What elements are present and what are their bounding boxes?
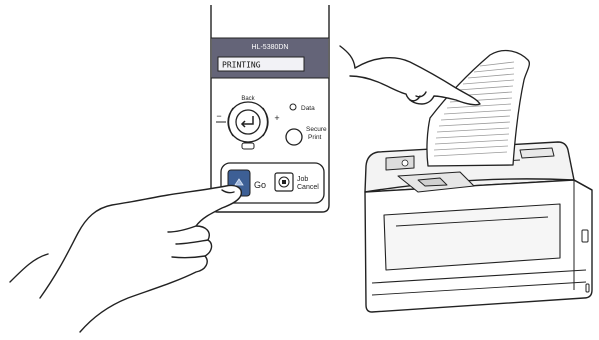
printer-control-panel: HL-5380DN PRINTING Back − + Data <box>211 5 329 212</box>
data-label: Data <box>301 105 315 112</box>
plus-label: + <box>274 113 279 123</box>
pressing-hand <box>10 185 241 332</box>
secure-print-button[interactable] <box>286 129 302 145</box>
job-label: Job <box>297 176 308 183</box>
lcd-text: PRINTING <box>222 61 261 70</box>
printer <box>365 142 592 312</box>
pulling-hand <box>340 46 480 105</box>
data-led <box>290 104 296 110</box>
printer-front-cover <box>384 204 560 270</box>
print-label: Print <box>308 134 322 141</box>
ok-button[interactable] <box>236 110 260 134</box>
back-label: Back <box>241 96 255 102</box>
printer-mini-panel <box>386 156 414 170</box>
cancel-label: Cancel <box>297 184 319 191</box>
go-label: Go <box>254 180 266 190</box>
side-port <box>582 230 588 242</box>
down-button[interactable] <box>242 143 254 149</box>
secure-label: Secure <box>306 126 327 133</box>
model-name: HL-5380DN <box>252 44 289 51</box>
printed-page <box>427 51 529 166</box>
minus-label: − <box>216 111 221 121</box>
